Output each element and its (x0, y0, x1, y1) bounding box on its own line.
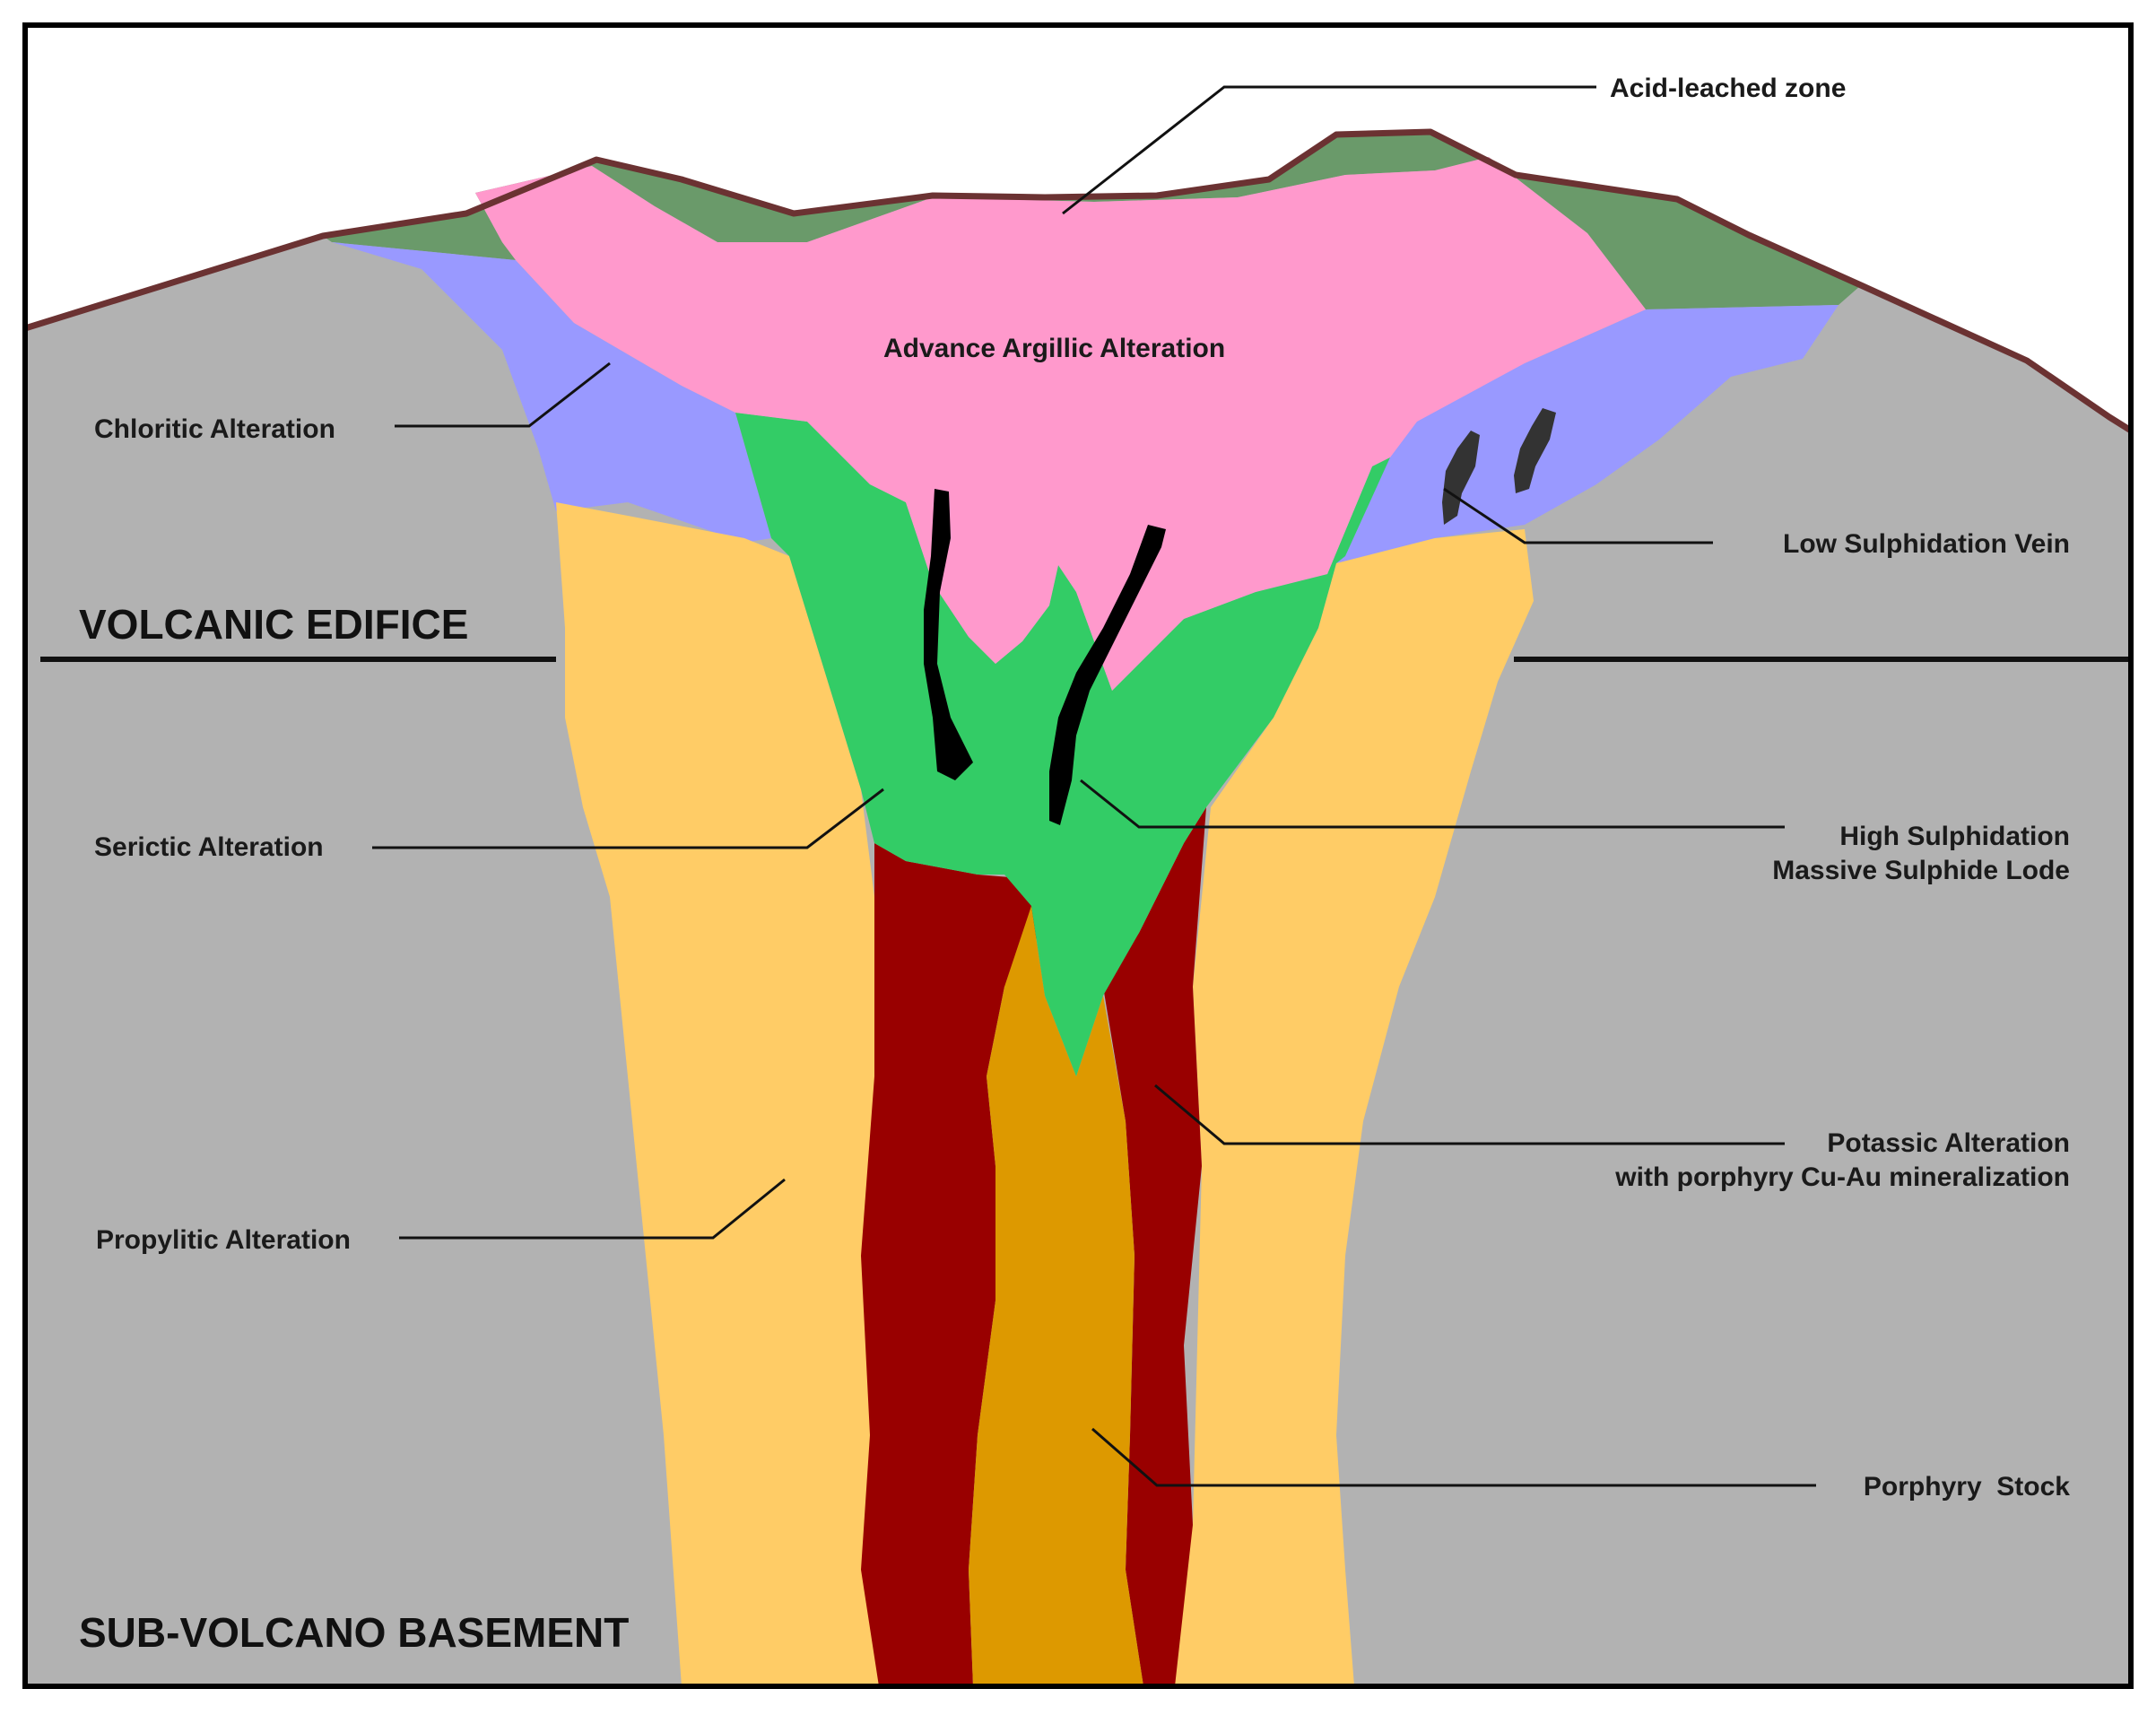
high-sulphidation-label-line2: Massive Sulphide Lode (1772, 856, 2070, 885)
acid-leached-zone-label: Acid-leached zone (1610, 74, 1846, 103)
ground-surface-line (23, 128, 2133, 433)
propylitic-alteration-zone (556, 502, 879, 1686)
potassic-alteration-zone-right (1103, 807, 1206, 1686)
high-sulphidation-label-line1: High Sulphidation (1839, 822, 2070, 851)
diagram-frame (22, 22, 2134, 1689)
advanced-argillic-alteration-zone (475, 157, 1646, 691)
porphyry-stock-leader (1091, 1427, 1816, 1487)
propylitic-leader (399, 1178, 786, 1240)
acid-leached-leader (1062, 85, 1596, 215)
low-sulphidation-vein-label: Low Sulphidation Vein (1783, 529, 2070, 559)
chloritic-alteration-label: Chloritic Alteration (94, 414, 335, 444)
low-sulphidation-leader (1443, 487, 1713, 544)
sericitic-leader (372, 788, 884, 849)
propylitic-alteration-label: Propylitic Alteration (96, 1225, 351, 1255)
potassic-alteration-zone (861, 843, 1040, 1686)
acid-leached-zone (323, 132, 1861, 309)
massive-sulphide-vein-right (1049, 525, 1166, 825)
low-sulphidation-vein-right (1514, 408, 1556, 493)
sericitic-alteration-label: Serictic Alteration (94, 832, 324, 862)
chloritic-alteration-zone (332, 242, 771, 543)
advance-argillic-label: Advance Argillic Alteration (883, 334, 1225, 363)
potassic-alteration-label-line1: Potassic Alteration (1827, 1128, 2070, 1158)
propylitic-alteration-zone-right (1166, 529, 1534, 1686)
chloritic-alteration-zone-right (1336, 305, 1839, 563)
porphyry-stock-zone (969, 906, 1143, 1686)
low-sulphidation-vein-left (1442, 431, 1480, 525)
high-sulphidation-leader (1080, 779, 1785, 829)
porphyry-stock-label: Porphyry Stock (1864, 1472, 2070, 1502)
sub-volcano-basement-label: SUB-VOLCANO BASEMENT (79, 1609, 629, 1656)
volcanic-edifice-label: VOLCANIC EDIFICE (79, 601, 468, 648)
potassic-leader (1154, 1084, 1785, 1145)
massive-sulphide-vein-left (924, 489, 973, 780)
chloritic-leader (395, 361, 611, 428)
potassic-alteration-label-line2: with porphyry Cu-Au mineralization (1614, 1162, 2070, 1192)
